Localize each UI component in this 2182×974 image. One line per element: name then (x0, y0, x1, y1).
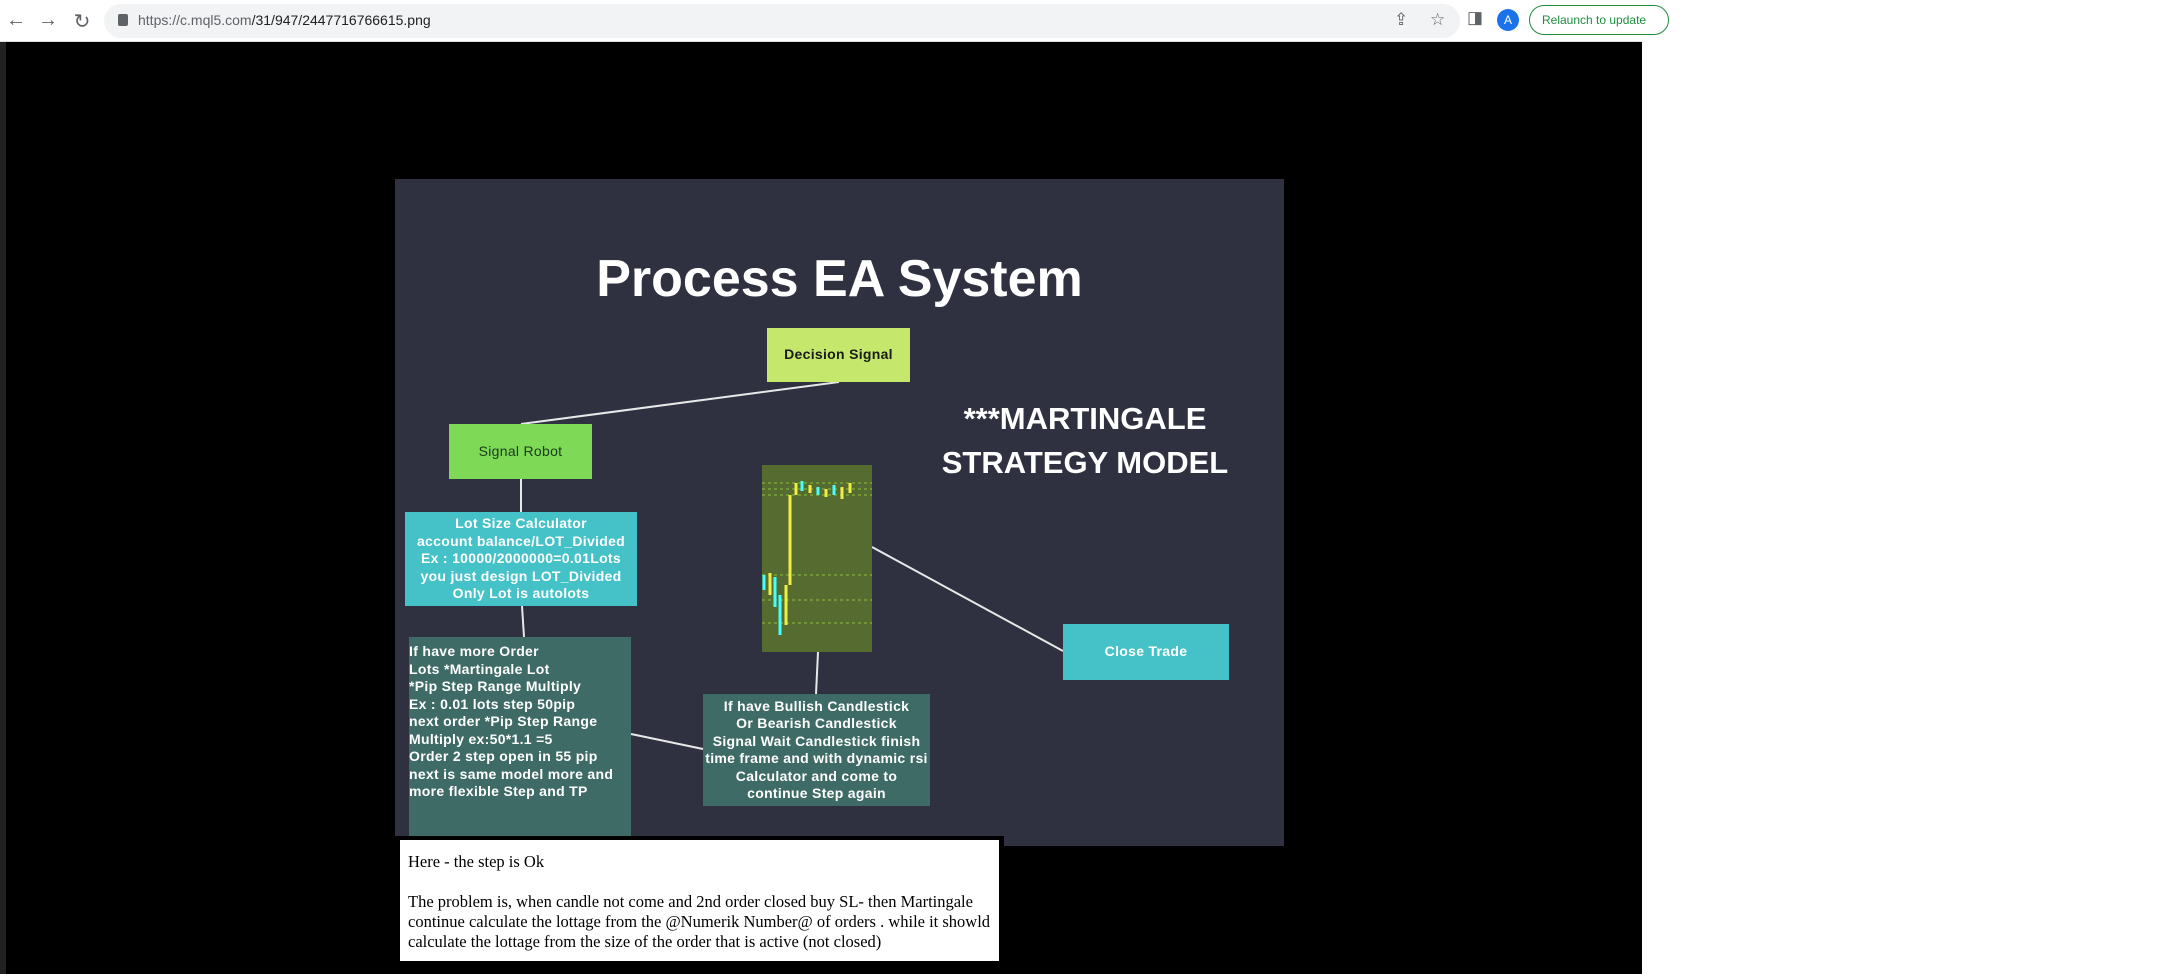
comment-note-body: Here - the step is Ok The problem is, wh… (400, 840, 999, 961)
close-trade-box: Close Trade (1063, 624, 1229, 680)
share-icon[interactable]: ⇪ (1394, 10, 1409, 29)
reload-icon[interactable]: ↻ (73, 11, 91, 33)
note-paragraph: The problem is, when candle not come and… (408, 892, 991, 951)
lock-icon (118, 14, 128, 26)
connector-lines (520, 381, 1064, 750)
candlestick-picture (762, 481, 872, 635)
address-bar[interactable]: https://c.mql5.com/31/947/2447716766615.… (104, 4, 1460, 38)
left-edge (0, 42, 6, 974)
lot-size-line: Only Lot is autolots (452, 585, 590, 602)
forward-icon[interactable]: → (38, 9, 58, 31)
candlestick-line: continue Step again (747, 785, 886, 801)
more-order-line: Order 2 step open in 55 pip (409, 748, 598, 764)
connector-lot-order (521, 605, 525, 638)
martingale-line-2: STRATEGY MODEL (941, 445, 1229, 480)
more-order-line: more flexible Step and TP (409, 783, 588, 799)
profile-avatar[interactable]: A (1497, 9, 1519, 31)
candlestick-chart-thumbnail (762, 465, 872, 652)
more-order-box: If have more Order Lots *Martingale Lot … (409, 637, 631, 846)
more-order-line: *Pip Step Range Multiply (409, 678, 582, 694)
process-diagram: Process EA System Decision Signal Signal… (395, 179, 1284, 846)
lot-size-calculator-box: Lot Size Calculator account balance/LOT_… (405, 512, 637, 606)
candlestick-line: Or Bearish Candlestick (736, 715, 897, 731)
side-panel-icon[interactable]: ◨ (1467, 8, 1484, 27)
lot-size-line: Ex : 10000/2000000=0.01Lots (421, 550, 621, 567)
candlestick-line: Calculator and come to (735, 767, 898, 784)
url-path: /31/947/2447716766615.png (251, 12, 431, 28)
comment-note: Here - the step is Ok The problem is, wh… (395, 836, 1004, 966)
more-order-line: next order *Pip Step Range (409, 713, 598, 729)
more-order-line: Multiply ex:50*1.1 =5 (409, 730, 553, 747)
diagram-title: Process EA System (596, 250, 1083, 308)
candlestick-line: Signal Wait Candlestick finish (712, 732, 921, 749)
url-host: https://c.mql5.com (138, 12, 252, 28)
bookmark-star-icon[interactable]: ☆ (1430, 10, 1446, 29)
connector-chart-candle (815, 651, 819, 695)
lot-size-line: account balance/LOT_Divided (416, 532, 626, 549)
signal-robot-box: Signal Robot (449, 424, 592, 479)
more-order-line: Lots *Martingale Lot (409, 660, 550, 677)
more-order-line: next is same model more and (409, 765, 614, 782)
browser-toolbar: ← → ↻ https://c.mql5.com/31/947/24477167… (0, 0, 1669, 42)
connector-chart-close (871, 546, 1064, 652)
more-order-line: If have more Order (409, 643, 539, 659)
lot-size-line: Lot Size Calculator (455, 515, 587, 532)
connector-decision-robot (520, 381, 840, 425)
candlestick-line: If have Bullish Candlestick (723, 697, 910, 714)
more-order-line: Ex : 0.01 lots step 50pip (409, 695, 576, 712)
note-line-1: Here - the step is Ok (408, 852, 545, 871)
candlestick-line: time frame and with dynamic rsi (705, 750, 928, 766)
martingale-heading: ***MARTINGALE STRATEGY MODEL (925, 397, 1245, 485)
martingale-line-1: ***MARTINGALE (963, 401, 1207, 436)
decision-signal-box: Decision Signal (767, 328, 910, 382)
url-text[interactable]: https://c.mql5.com/31/947/2447716766615.… (138, 12, 431, 28)
candlestick-signal-box: If have Bullish Candlestick Or Bearish C… (703, 694, 930, 806)
back-icon[interactable]: ← (6, 9, 26, 31)
relaunch-button[interactable]: Relaunch to update (1529, 5, 1669, 35)
lot-size-line: you just design LOT_Divided (420, 567, 622, 584)
connector-order-candle (630, 733, 704, 750)
